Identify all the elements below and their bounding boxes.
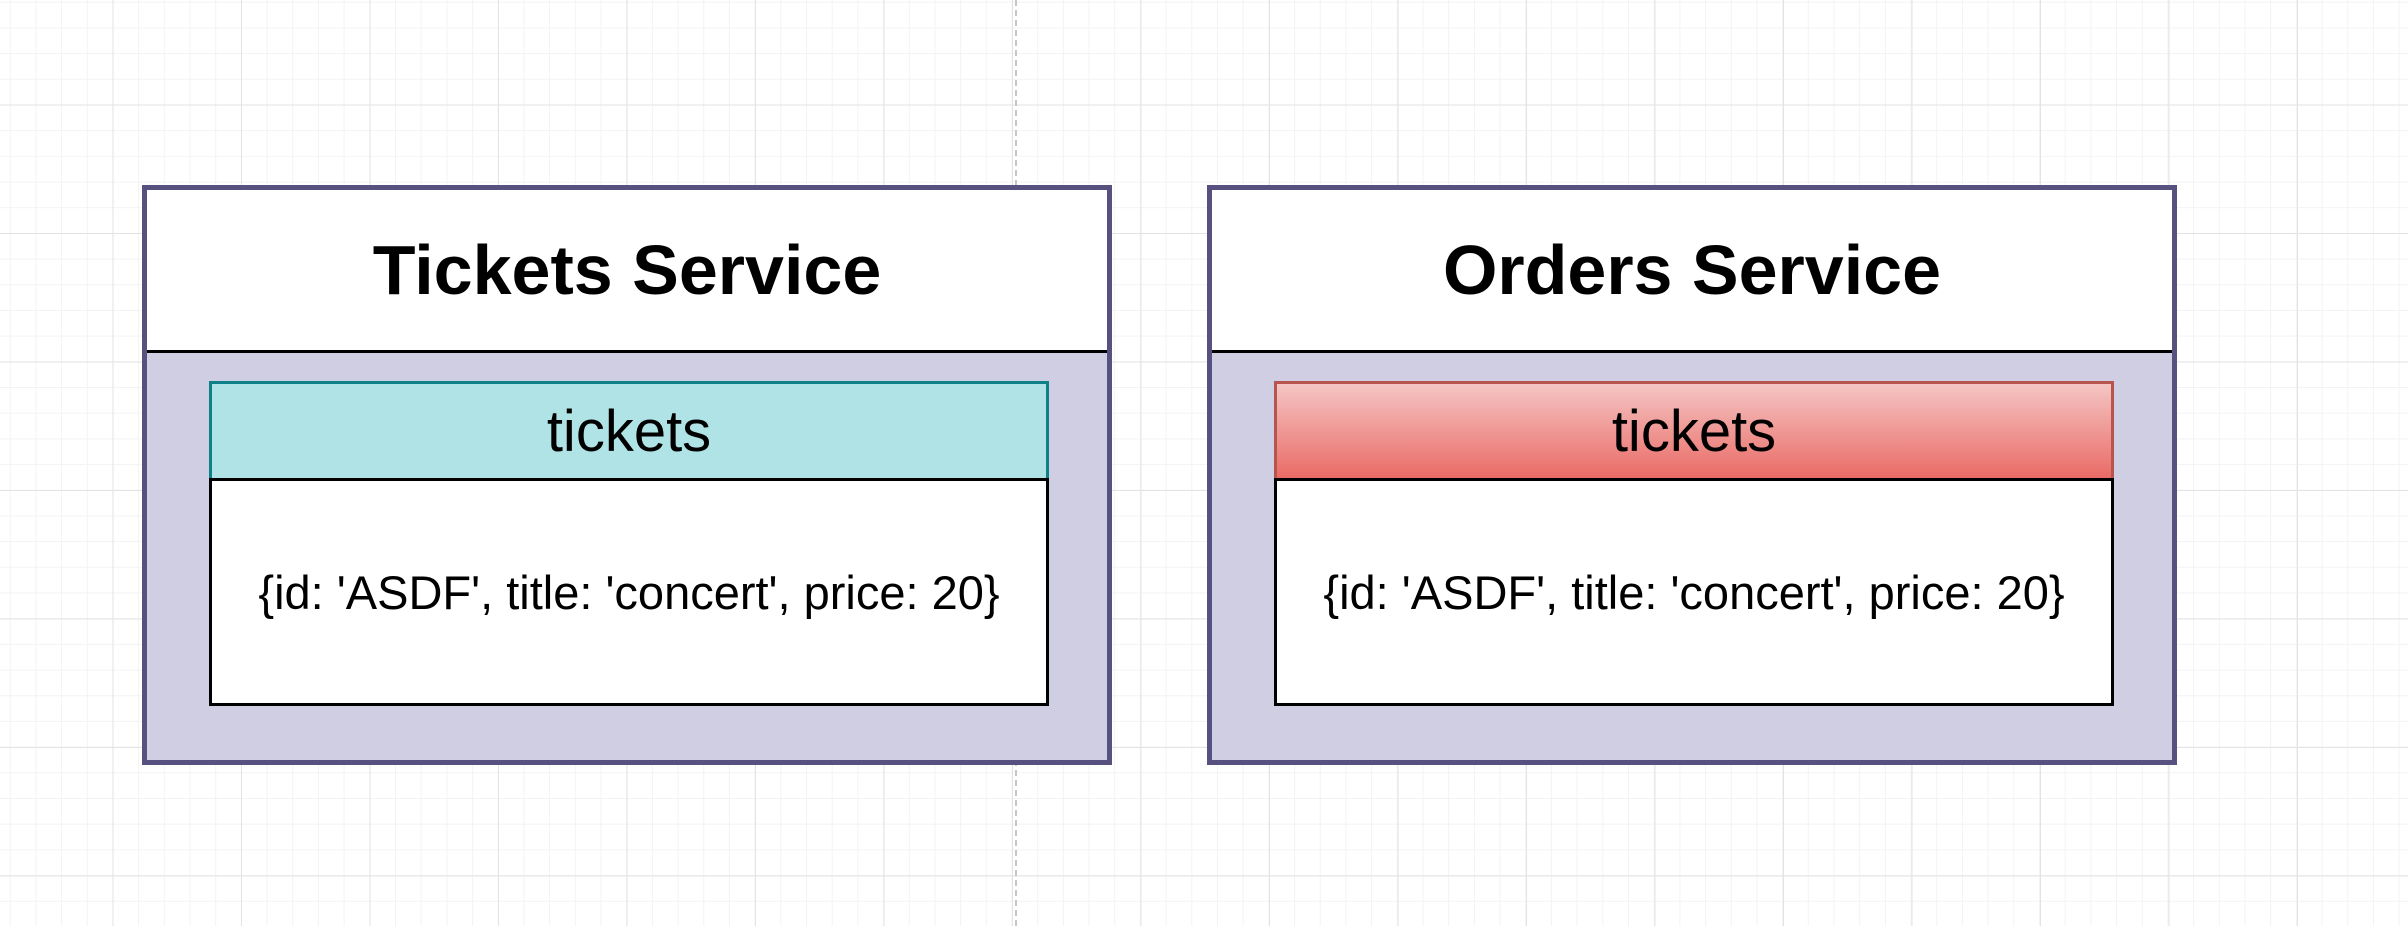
tickets-table-record: {id: 'ASDF', title: 'concert', price: 20…	[258, 565, 1000, 619]
tickets-service-title: Tickets Service	[147, 190, 1107, 353]
tickets-service-container[interactable]: Tickets Service tickets {id: 'ASDF', tit…	[142, 185, 1112, 765]
orders-service-tickets-table[interactable]: tickets {id: 'ASDF', title: 'concert', p…	[1274, 381, 2114, 706]
tickets-table-header: tickets	[212, 384, 1046, 481]
orders-tickets-table-header: tickets	[1277, 384, 2111, 481]
tickets-service-tickets-table[interactable]: tickets {id: 'ASDF', title: 'concert', p…	[209, 381, 1049, 706]
orders-tickets-table-record: {id: 'ASDF', title: 'concert', price: 20…	[1323, 565, 2065, 619]
orders-service-container[interactable]: Orders Service tickets {id: 'ASDF', titl…	[1207, 185, 2177, 765]
orders-service-title: Orders Service	[1212, 190, 2172, 353]
